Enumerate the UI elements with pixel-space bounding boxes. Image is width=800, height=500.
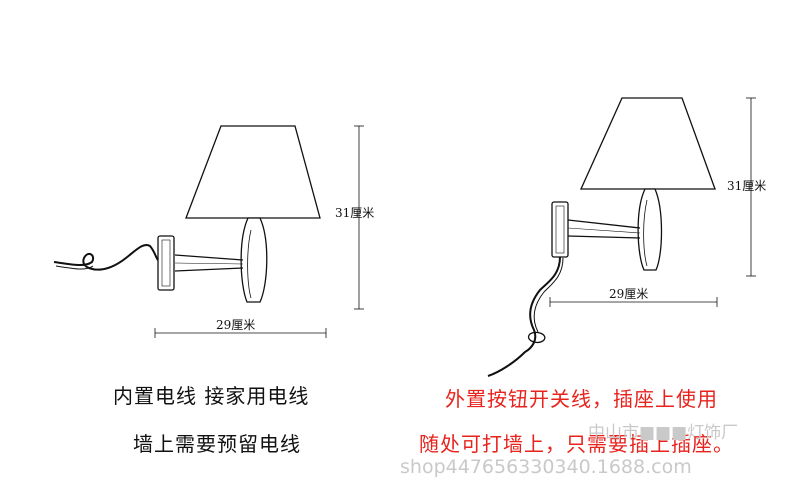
right-caption-line1: 外置按钮开关线，插座上使用 <box>445 387 718 411</box>
watermark-store-name: 中山市■■■灯饰厂 <box>588 423 739 443</box>
cord-switch <box>527 331 546 344</box>
right-height-label: 31厘米 <box>727 179 766 193</box>
left-lamp <box>53 125 321 303</box>
left-lamp-body <box>240 217 268 303</box>
left-caption-line2: 墙上需要预留电线 <box>133 432 301 456</box>
left-width-dimension <box>154 328 327 338</box>
right-lamp-body <box>637 188 663 271</box>
right-height-dimension <box>746 97 756 277</box>
right-power-cord <box>487 256 561 377</box>
right-wall-plate <box>551 201 569 258</box>
left-caption-line1: 内置电线 接家用电线 <box>113 384 310 408</box>
right-width-dimension <box>549 297 718 307</box>
left-height-dimension <box>354 125 364 310</box>
right-lamp <box>487 97 716 377</box>
right-lampshade <box>579 97 716 190</box>
left-height-label: 31厘米 <box>335 206 374 220</box>
right-width-label: 29厘米 <box>609 287 648 301</box>
left-power-cord <box>53 244 159 271</box>
right-lamp-arm <box>567 219 641 239</box>
left-lamp-arm <box>174 254 244 272</box>
left-width-label: 29厘米 <box>216 318 255 332</box>
left-wall-plate <box>157 235 175 291</box>
right-caption-line2: 随处可打墙上，只需要插上插座。 <box>419 432 734 456</box>
watermark-shop-url: shop447656330340.1688.com <box>400 456 692 478</box>
left-lampshade <box>185 125 321 219</box>
